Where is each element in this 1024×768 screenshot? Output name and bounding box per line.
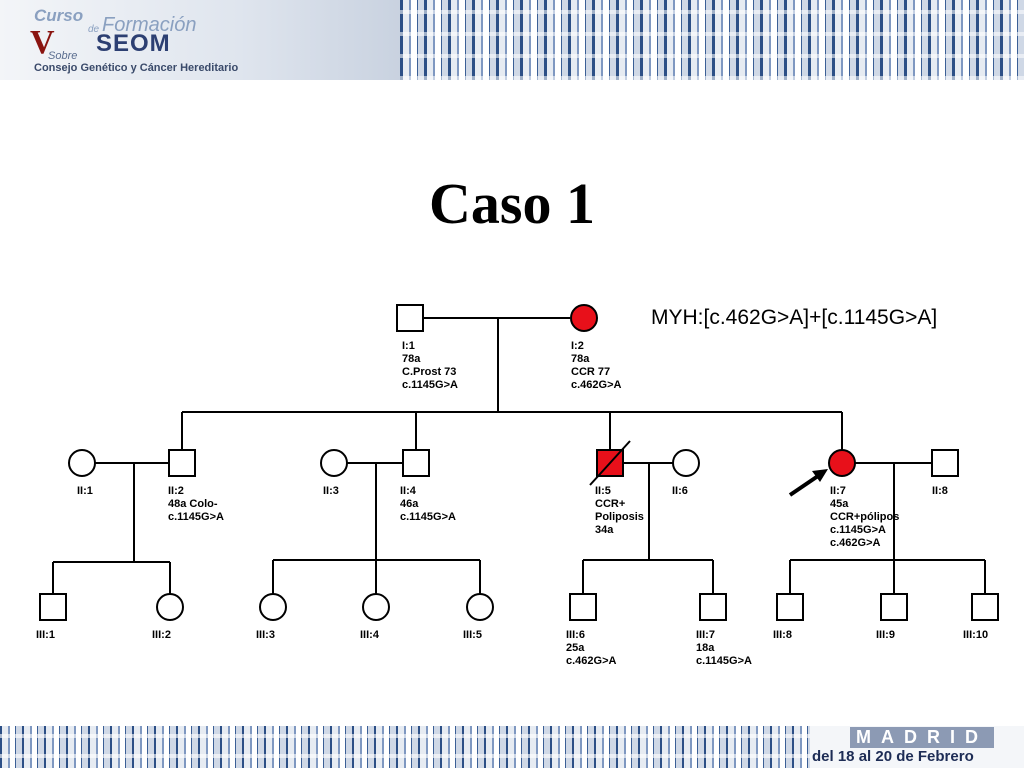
label-line: 25a [566,642,585,654]
footer-dates: del 18 al 20 de Febrero [812,748,974,765]
individual-label: II:3 [323,485,339,498]
label-line: III:3 [256,629,275,641]
label-line: I:2 [571,340,584,352]
female-symbol [466,593,494,621]
logo-sobre-text: Sobre [48,50,78,62]
individual-label: III:5 [463,629,482,642]
logo-formacion-text: Formación [102,14,197,36]
label-line: II:7 [830,485,846,497]
label-line: II:3 [323,485,339,497]
logo-de-text: de [88,24,100,35]
proband-arrow-icon [812,469,828,482]
male-symbol [880,593,908,621]
label-line: 46a [400,498,419,510]
label-line: III:1 [36,629,55,641]
label-line: CCR+pólipos [830,511,900,523]
female-symbol [362,593,390,621]
individual-label: III:10 [963,629,988,642]
label-line: I:1 [402,340,415,352]
individual-label: II:1 [77,485,93,498]
label-line: III:7 [696,629,715,641]
male-symbol [569,593,597,621]
logo-seom-text: SEOM [96,30,171,57]
female-symbol [570,304,598,332]
individual-label: III:4 [360,629,379,642]
header-stripes-decoration [400,0,1024,80]
footer-city: MADRID [850,727,994,748]
label-line: III:4 [360,629,379,641]
male-symbol [699,593,727,621]
male-symbol [776,593,804,621]
label-line: C.Prost 73 [402,366,457,378]
male-symbol [39,593,67,621]
individual-label: III:3 [256,629,275,642]
label-line: 45a [830,498,849,510]
label-line: 48a Colo- [168,498,218,510]
logo-v-mark: V [30,24,55,61]
label-line: II:2 [168,485,184,497]
female-symbol [259,593,287,621]
mutation-label: MYH:[c.462G>A]+[c.1145G>A] [651,306,938,329]
label-line: II:1 [77,485,93,497]
proband-arrow-shaft [788,474,820,497]
label-line: III:6 [566,629,585,641]
label-line: III:2 [152,629,171,641]
label-line: II:8 [932,485,948,497]
logo-curso-text: Curso [34,6,84,25]
male-symbol [168,449,196,477]
label-line: 78a [571,353,590,365]
female-symbol [320,449,348,477]
female-symbol [68,449,96,477]
label-line: c.462G>A [566,655,617,667]
female-symbol [156,593,184,621]
label-line: 34a [595,524,614,536]
male-symbol [971,593,999,621]
seom-logo: Curso de Formación V SEOM Sobre Consejo … [0,0,400,80]
label-line: Poliposis [595,511,644,523]
individual-label: III:2 [152,629,171,642]
individual-label: II:6 [672,485,688,498]
footer-stripes-decoration [0,726,810,768]
label-line: II:5 [595,485,611,497]
label-line: III:8 [773,629,792,641]
label-line: III:9 [876,629,895,641]
label-line: c.1145G>A [400,511,456,523]
female-symbol [828,449,856,477]
label-line: III:10 [963,629,989,641]
label-line: c.1145G>A [830,524,886,536]
male-symbol [396,304,424,332]
label-line: II:6 [672,485,688,497]
label-line: CCR 77 [571,366,611,378]
label-line: c.1145G>A [402,379,458,391]
label-line: c.1145G>A [696,655,752,667]
male-symbol [402,449,430,477]
label-line: c.462G>A [571,379,622,391]
individual-label: III:9 [876,629,895,642]
individual-label: III:1 [36,629,55,642]
label-line: II:4 [400,485,416,497]
header-banner: Curso de Formación V SEOM Sobre Consejo … [0,0,1024,80]
label-line: CCR+ [595,498,626,510]
label-line: c.462G>A [830,537,881,549]
deceased-slash [589,440,631,486]
label-line: c.1145G>A [168,511,224,523]
label-line: 78a [402,353,421,365]
slide-title: Caso 1 [429,171,595,236]
individual-label: II:8 [932,485,948,498]
individual-label: III:8 [773,629,792,642]
logo-subtitle: Consejo Genético y Cáncer Hereditario [34,62,239,74]
label-line: 18a [696,642,715,654]
label-line: III:5 [463,629,482,641]
female-symbol [672,449,700,477]
male-symbol [931,449,959,477]
